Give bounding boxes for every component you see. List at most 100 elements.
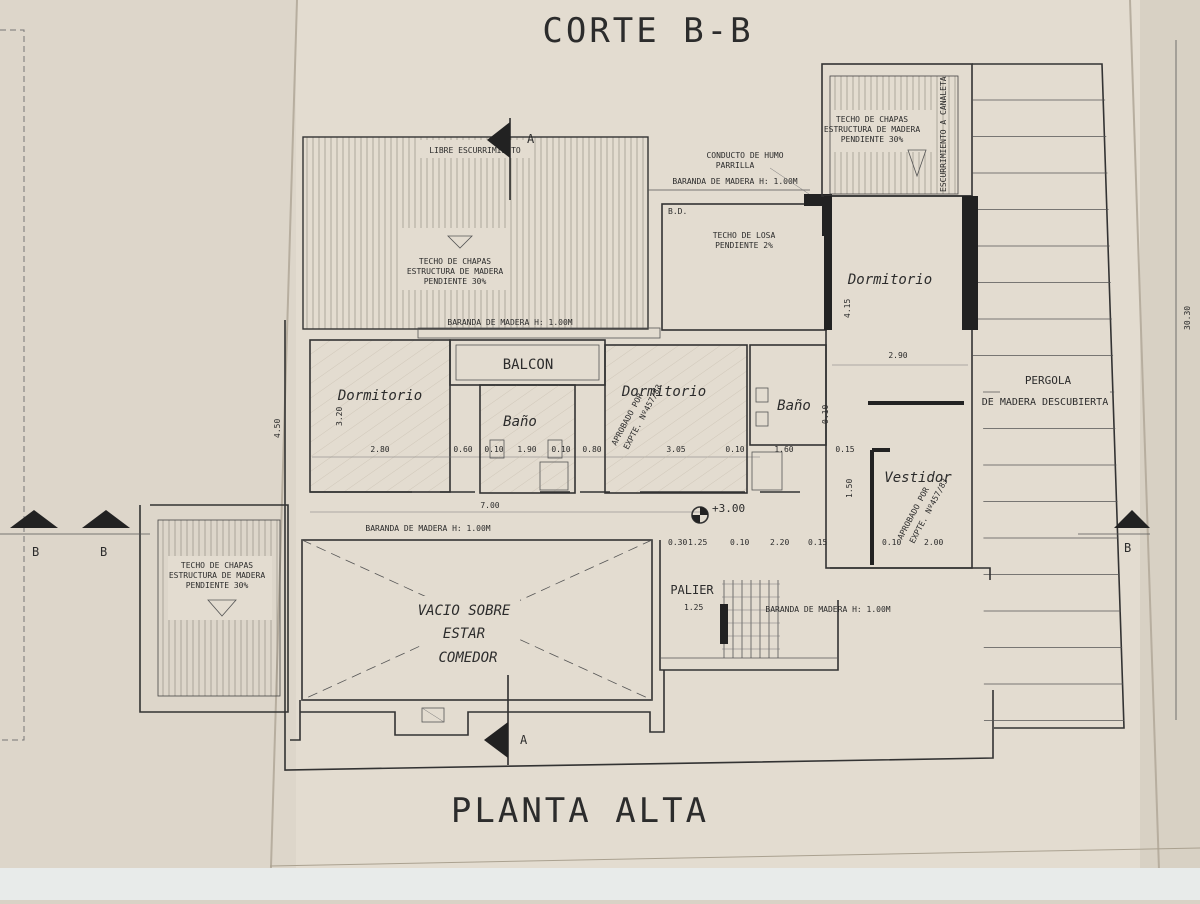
- note-baranda-stair: BARANDA DE MADERA H: 1.00M: [765, 605, 890, 614]
- note-baranda-mid: BARANDA DE MADERA H: 1.00M: [365, 524, 490, 533]
- dim-010a: 0.10: [484, 445, 503, 454]
- note-techo-losa-1: TECHO DE LOSA: [713, 231, 776, 240]
- dim-305: 3.05: [666, 445, 685, 454]
- dim-290: 2.90: [888, 351, 907, 360]
- bath-shower-right: [751, 451, 783, 491]
- note-techo-main-3: PENDIENTE 30%: [424, 277, 487, 286]
- room-bano-right: [749, 344, 827, 446]
- dim-010e: 0.10: [730, 538, 749, 547]
- main-roof-note-bg: [400, 228, 510, 290]
- note-baranda-balcon: BARANDA DE MADERA H: 1.00M: [447, 318, 572, 327]
- section-mark-b-left-2: B: [100, 545, 107, 559]
- leader-conducto: [769, 167, 813, 197]
- note-conducto-1: CONDUCTO DE HUMO: [706, 151, 783, 160]
- palier-walls: [659, 540, 839, 671]
- bath-shower: [539, 461, 569, 491]
- right-dark-wall: [962, 196, 978, 330]
- section-mark-a-bottom: A: [520, 733, 528, 747]
- slope-arrow-main: [447, 235, 473, 249]
- section-mark-b-right: B: [1124, 541, 1131, 555]
- dim-030: 0.30: [668, 538, 687, 547]
- pergola-outline: [972, 63, 1125, 729]
- note-techo-top-3: PENDIENTE 30%: [841, 135, 904, 144]
- note-libre-escurrimiento: LIBRE ESCURRIMIENTO: [429, 146, 521, 155]
- label-vestidor: Vestidor: [884, 470, 952, 486]
- left-roof-outer: [139, 504, 289, 713]
- balcon-inner: [455, 344, 600, 381]
- room-dormitorio-center: [604, 344, 748, 494]
- slope-arrow-top: [907, 149, 927, 178]
- dim-450: 4.50: [273, 419, 282, 438]
- level-marker-fill-2: [692, 515, 700, 523]
- note-techo-losa-2: PENDIENTE 2%: [715, 241, 773, 250]
- dim-160: 1.60: [774, 445, 793, 454]
- bath-fixture-4: [755, 411, 769, 427]
- dim-010v: 0.10: [821, 405, 830, 424]
- paper-edge-bottom: [269, 847, 1200, 867]
- label-vacio-2: ESTAR: [443, 626, 485, 642]
- section-arrow-a-bottom: [484, 722, 508, 758]
- dim-015: 0.15: [835, 445, 854, 454]
- section-arrow-a-top: [487, 122, 510, 158]
- paper-fold-left: [269, 0, 298, 901]
- label-bano-center: Baño: [503, 414, 537, 430]
- label-dormitorio-left: Dormitorio: [337, 388, 422, 404]
- dim-010c: 0.10: [725, 445, 744, 454]
- room-bano-center: [479, 384, 576, 494]
- void-label-bg: [420, 596, 520, 668]
- dim-125a: 1.25: [688, 538, 707, 547]
- dim-010b: 0.10: [551, 445, 570, 454]
- fireplace-box: [421, 707, 445, 723]
- dim-220: 2.20: [770, 538, 789, 547]
- dim-3030: 30.30: [1183, 306, 1192, 330]
- stair-post: [720, 604, 728, 644]
- dim-060a: 0.60: [453, 445, 472, 454]
- dim-320: 3.20: [335, 407, 344, 426]
- paper-panel-right: [1140, 0, 1200, 900]
- void-estar-comedor: [301, 539, 653, 701]
- fireplace-diag: [421, 707, 445, 723]
- dim-015b: 0.15: [808, 538, 827, 547]
- table-cloth: [0, 868, 1200, 900]
- dim-700: 7.00: [480, 501, 499, 510]
- note-techo-top-2: ESTRUCTURA DE MADERA: [824, 125, 921, 134]
- plan-outer-frame: [284, 320, 994, 771]
- section-mark-b-left-1: B: [32, 545, 39, 559]
- note-escurrimiento-canaleta: ESCURRIMIENTO A CANALETA: [939, 76, 948, 192]
- label-vacio-1: VACIO SOBRE: [418, 603, 511, 619]
- paper-fold-right: [1129, 0, 1161, 901]
- bath-fixture-3: [755, 387, 769, 403]
- note-techo-left-2: ESTRUCTURA DE MADERA: [169, 571, 266, 580]
- dim-080: 0.80: [582, 445, 601, 454]
- dim-280: 2.80: [370, 445, 389, 454]
- slope-arrow-left: [207, 599, 237, 617]
- label-dormitorio-right: Dormitorio: [847, 272, 932, 288]
- note-conducto-2: PARRILLA: [716, 161, 755, 170]
- room-dormitorio-left: [309, 339, 451, 493]
- dim-415: 4.15: [843, 299, 852, 318]
- note-bd: B.D.: [668, 207, 687, 216]
- label-vacio-3: COMEDOR: [438, 650, 497, 666]
- dim-010d: 0.10: [882, 538, 901, 547]
- section-arrow-b-left-2: [82, 510, 130, 528]
- lower-facade: [290, 670, 665, 741]
- label-bano-right: Baño: [777, 398, 811, 414]
- note-techo-left-1: TECHO DE CHAPAS: [181, 561, 253, 570]
- section-title: CORTE B-B: [542, 11, 753, 51]
- dim-150: 1.50: [845, 479, 854, 498]
- left-roof-note-bg: [168, 556, 272, 620]
- level-value: +3.00: [712, 502, 745, 515]
- left-page-border: [0, 29, 25, 741]
- bath-fixture-2: [547, 439, 563, 459]
- label-dormitorio-center: Dormitorio: [621, 384, 706, 400]
- palier-top-wall: [830, 567, 991, 580]
- bath-fixture-1: [489, 439, 505, 459]
- pergola-label-bg: [1000, 370, 1110, 410]
- label-pergola-2: DE MADERA DESCUBIERTA: [982, 397, 1108, 408]
- section-arrow-b-left-1: [10, 510, 58, 528]
- level-marker-fill-1: [700, 507, 708, 515]
- baranda-balcon: [417, 327, 661, 339]
- top-right-roof-note-bg: [832, 110, 934, 152]
- note-techo-top-1: TECHO DE CHAPAS: [836, 115, 908, 124]
